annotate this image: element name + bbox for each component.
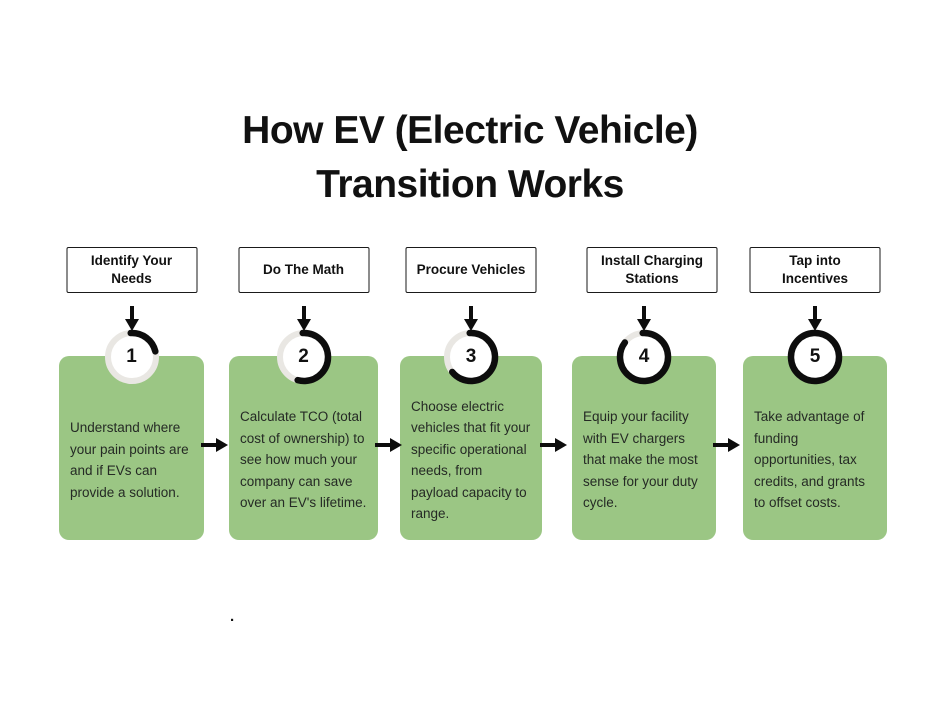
progress-ring-4: 4 bbox=[616, 329, 672, 385]
step-2-label: Do The Math bbox=[263, 262, 344, 278]
step-5-label-box: Tap into Incentives bbox=[749, 247, 881, 293]
step-4-label-box: Install Charging Stations bbox=[586, 247, 718, 293]
progress-ring-1: 1 bbox=[104, 329, 160, 385]
down-arrow-icon bbox=[808, 306, 822, 331]
step-column-4: Install Charging Stations 4 Equip your f… bbox=[572, 247, 718, 547]
right-arrow-icon bbox=[713, 438, 740, 452]
step-1-label: Identify Your Needs bbox=[90, 253, 173, 286]
step-1-label-box: Identify Your Needs bbox=[66, 247, 197, 293]
step-5-description: Take advantage of funding opportunities,… bbox=[754, 409, 866, 511]
progress-ring-5: 5 bbox=[787, 329, 843, 385]
step-3-card: Choose electric vehicles that fit your s… bbox=[400, 356, 542, 540]
step-4-number: 4 bbox=[638, 346, 650, 367]
step-1-card: Understand where your pain points are an… bbox=[59, 356, 204, 540]
step-column-5: Tap into Incentives 5 Take advantage of … bbox=[743, 247, 887, 547]
step-1-number: 1 bbox=[126, 346, 137, 367]
right-arrow-icon bbox=[375, 438, 402, 452]
step-2-description: Calculate TCO (total cost of ownership) … bbox=[240, 409, 367, 511]
down-arrow-icon bbox=[296, 306, 311, 331]
step-2-number: 2 bbox=[298, 346, 309, 367]
step-5-label: Tap into Incentives bbox=[781, 253, 849, 286]
down-arrow-icon bbox=[464, 306, 478, 331]
step-1-description: Understand where your pain points are an… bbox=[70, 420, 189, 500]
page-title: How EV (Electric Vehicle) Transition Wor… bbox=[0, 104, 940, 212]
right-arrow-icon bbox=[540, 438, 567, 452]
step-column-2: Do The Math 2 Calculate TCO (total cost … bbox=[229, 247, 378, 547]
step-column-1: Identify Your Needs 1 Understand where y… bbox=[59, 247, 204, 547]
step-5-card: Take advantage of funding opportunities,… bbox=[743, 356, 887, 540]
step-3-description: Choose electric vehicles that fit your s… bbox=[411, 398, 531, 522]
step-3-label: Procure Vehicles bbox=[416, 262, 526, 278]
step-2-card: Calculate TCO (total cost of ownership) … bbox=[229, 356, 378, 540]
step-5-number: 5 bbox=[809, 346, 821, 367]
step-4-label: Install Charging Stations bbox=[600, 253, 703, 286]
step-4-card: Equip your facility with EV chargers tha… bbox=[572, 356, 716, 540]
step-column-3: Procure Vehicles 3 Choose electric vehic… bbox=[400, 247, 542, 547]
down-arrow-icon bbox=[637, 306, 651, 331]
right-arrow-icon bbox=[201, 438, 228, 452]
title-line-2: Transition Works bbox=[316, 163, 624, 206]
title-line-1: How EV (Electric Vehicle) bbox=[242, 109, 698, 152]
step-4-description: Equip your facility with EV chargers tha… bbox=[583, 409, 698, 511]
stray-period: . bbox=[230, 608, 235, 625]
progress-ring-2: 2 bbox=[276, 329, 332, 385]
down-arrow-icon bbox=[124, 306, 139, 331]
progress-ring-3: 3 bbox=[443, 329, 499, 385]
step-3-number: 3 bbox=[465, 346, 477, 367]
step-2-label-box: Do The Math bbox=[238, 247, 369, 293]
step-3-label-box: Procure Vehicles bbox=[405, 247, 537, 293]
